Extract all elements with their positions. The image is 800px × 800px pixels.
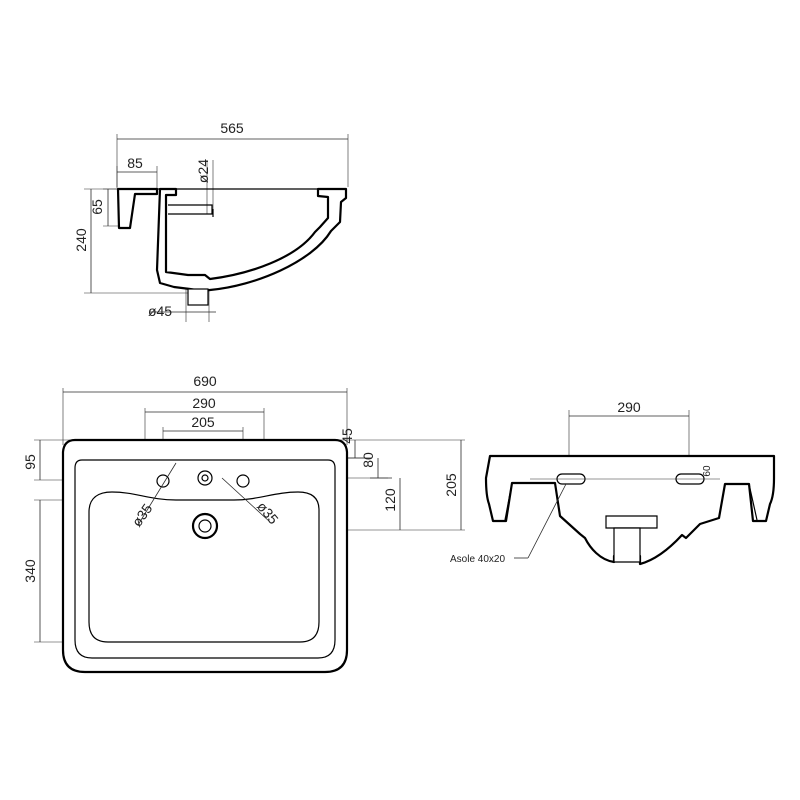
dim-95: 95 [22, 454, 38, 470]
right-tap-hole [236, 474, 250, 488]
drain-outer [191, 512, 219, 540]
dim-80: 80 [360, 452, 376, 468]
dim-290-top: 290 [192, 395, 216, 411]
dim-340: 340 [22, 559, 38, 583]
dim-o45: ø45 [148, 303, 172, 319]
slot-note: Asole 40x20 [450, 554, 505, 565]
dim-240: 240 [73, 228, 89, 252]
center-tap-hole [197, 470, 213, 486]
dim-o24: ø24 [195, 159, 211, 183]
drain-inner [198, 519, 212, 533]
dim-205-depth: 205 [443, 473, 459, 497]
dim-565: 565 [220, 120, 244, 136]
dim-45: 45 [339, 428, 355, 444]
basin-top-outline [61, 438, 349, 674]
dim-120: 120 [382, 488, 398, 512]
rear-view: 290 60 Asole 40x20 [450, 399, 776, 566]
dim-205-top: 205 [191, 414, 215, 430]
top-plan-view: 690 290 205 95 340 45 80 120 [22, 373, 465, 674]
drain [191, 512, 219, 540]
left-tap-hole [156, 474, 170, 488]
basin-section [116, 187, 348, 306]
dim-290-rear: 290 [617, 399, 641, 415]
dim-690: 690 [193, 373, 217, 389]
dim-85: 85 [127, 155, 143, 171]
side-section-view: 565 85 ø24 65 240 ø45 [73, 120, 349, 322]
dim-65: 65 [89, 199, 105, 215]
basin-rear-outline [484, 454, 776, 566]
dim-60: 60 [702, 465, 713, 477]
